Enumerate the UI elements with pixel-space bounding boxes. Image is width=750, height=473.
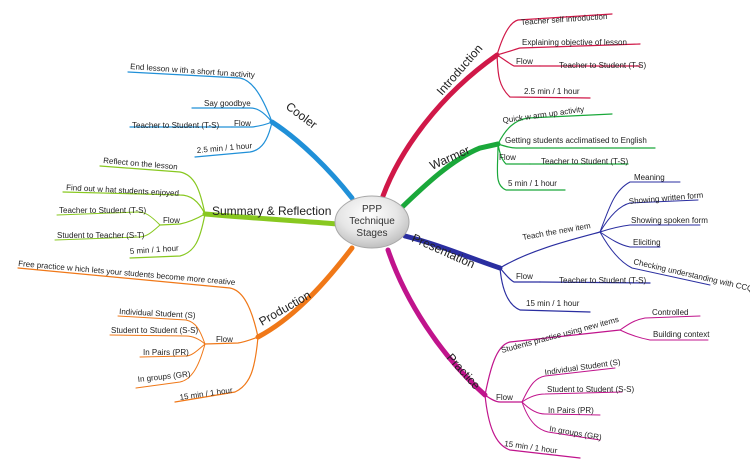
leaf-pres-eliciting: Eliciting xyxy=(633,238,661,247)
leaf-pres-written-form: Showing written form xyxy=(628,190,704,206)
leaf-warmer-flow: Flow xyxy=(499,153,516,162)
leaf-prac-flow: Flow xyxy=(496,393,513,402)
leaf-sum-time: 5 min / 1 hour xyxy=(130,244,180,256)
leaf-pres-flow-ts: Teacher to Student (T-S) xyxy=(559,276,646,285)
leaf-prod-pairs: In Pairs (PR) xyxy=(143,348,189,357)
leaf-intro-flow: Flow xyxy=(516,57,533,66)
leaf-prac-individual: Individual Student (S) xyxy=(544,357,621,377)
leaf-cool-say-goodbye: Say goodbye xyxy=(204,99,251,108)
branch-presentation xyxy=(402,181,711,313)
leaf-intro-time: 2.5 min / 1 hour xyxy=(524,87,580,96)
leaf-prac-students-practise: Students practise using new items xyxy=(500,315,620,355)
leaf-cool-flow: Flow xyxy=(234,119,251,128)
center-title-line-2: Technique xyxy=(349,216,395,227)
branch-summary xyxy=(54,165,340,259)
leaf-sum-flow-ts: Teacher to Student (T-S) xyxy=(59,206,146,215)
leaf-prod-flow: Flow xyxy=(216,335,233,344)
leaf-prod-individual: Individual Student (S) xyxy=(119,307,196,320)
leaf-prod-free-practice: Free practice w hich lets your students … xyxy=(18,259,236,287)
branch-introduction xyxy=(380,13,641,199)
branch-label-production: Production xyxy=(257,288,314,329)
leaf-prac-building-context: Building context xyxy=(653,330,710,339)
branch-practice xyxy=(385,247,709,459)
leaf-prac-controlled: Controlled xyxy=(652,308,688,317)
leaf-prod-student-to-student: Student to Student (S-S) xyxy=(111,326,198,335)
branch-label-cooler: Cooler xyxy=(283,99,320,131)
leaf-warmer-time: 5 min / 1 hour xyxy=(508,179,557,188)
leaf-warmer-acclimatise: Getting students acclimatised to English xyxy=(505,136,647,145)
leaf-sum-flow: Flow xyxy=(163,216,180,225)
branch-label-summary: Summary & Reflection xyxy=(212,204,331,218)
leaf-prac-student-to-student: Student to Student (S-S) xyxy=(547,385,634,394)
branch-label-presentation: Presentation xyxy=(410,231,477,271)
leaf-pres-meaning: Meaning xyxy=(634,173,665,182)
leaf-pres-flow: Flow xyxy=(516,272,533,281)
leaf-sum-flow-st: Student to Teacher (S-T) xyxy=(57,231,145,240)
leaf-pres-spoken-form: Showing spoken form xyxy=(631,216,708,225)
center-title-line-3: Stages xyxy=(356,228,387,239)
leaf-prac-groups: In groups (GR) xyxy=(549,424,603,442)
leaf-cool-flow-ts: Teacher to Student (T-S) xyxy=(132,121,219,130)
leaf-warmer-flow-ts: Teacher to Student (T-S) xyxy=(541,157,628,166)
center-title-line-1: PPP xyxy=(362,204,382,215)
leaf-pres-checking-ccq: Checking understanding with CCQ xyxy=(633,257,750,293)
leaf-intro-teacher-self-intro: Teacher self introduction xyxy=(521,12,608,27)
leaf-intro-flow-ts: Teacher to Student (T-S) xyxy=(559,61,646,70)
leaf-sum-find-out: Find out w hat students enjoyed xyxy=(66,183,179,198)
leaf-pres-time: 15 min / 1 hour xyxy=(526,299,580,308)
branch-cooler xyxy=(127,71,355,201)
leaf-warmer-quick-activity: Quick w arm up activity xyxy=(502,105,585,125)
leaf-pres-teach-new-item: Teach the new item xyxy=(522,221,592,242)
leaf-prod-time: 15 min / 1 hour xyxy=(179,386,233,402)
leaf-intro-explaining-objective: Explaining objective of lesson xyxy=(522,38,627,47)
branch-label-practice: Practice xyxy=(444,351,484,393)
center-node: PPP Technique Stages xyxy=(334,195,410,249)
leaf-prod-groups: In groups (GR) xyxy=(137,369,191,384)
leaf-cool-end-lesson: End lesson w ith a short fun activity xyxy=(130,62,255,80)
branch-production xyxy=(17,245,355,403)
leaf-prac-pairs: In Pairs (PR) xyxy=(548,406,594,415)
branch-warmer xyxy=(394,113,656,215)
